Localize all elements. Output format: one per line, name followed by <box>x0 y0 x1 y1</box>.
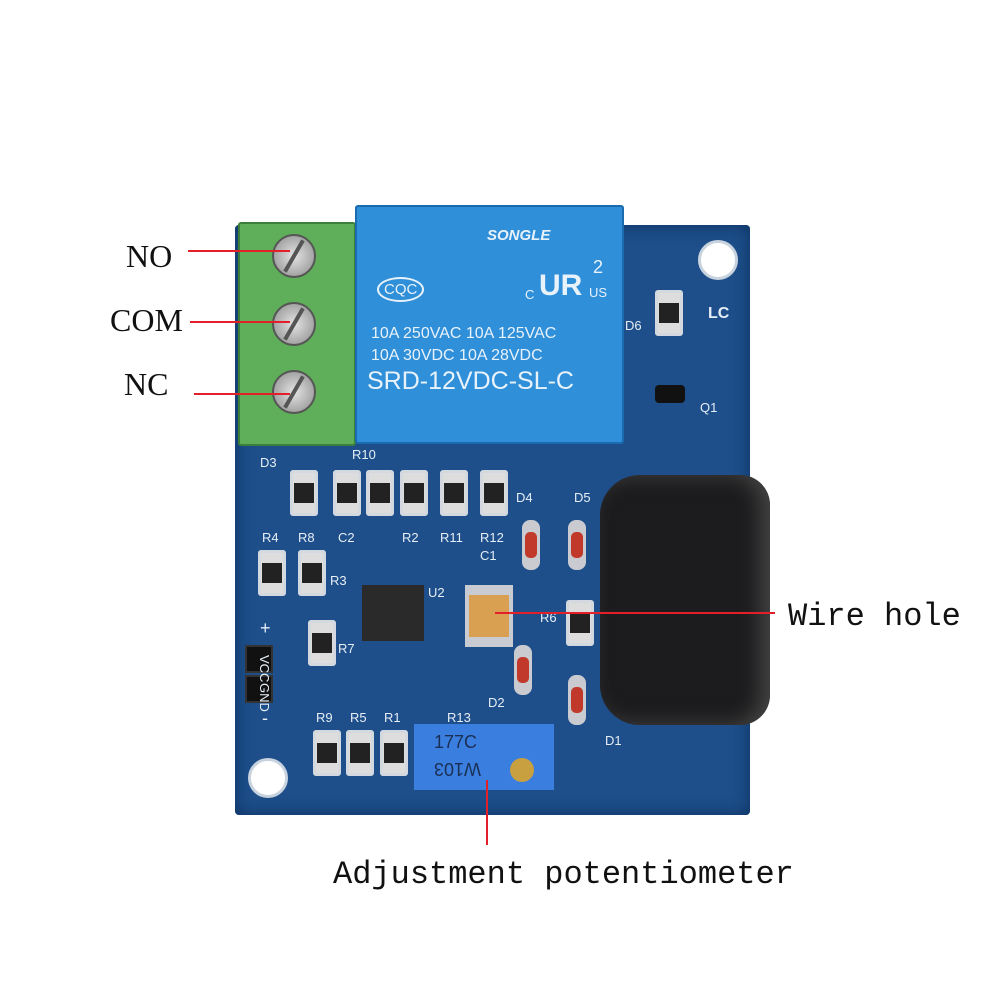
resistor <box>400 470 428 516</box>
pot-adjust-screw <box>510 758 534 782</box>
leader-line-com <box>190 321 290 323</box>
silk-d2: D2 <box>488 695 505 710</box>
mounting-hole <box>248 758 288 798</box>
leader-line-nc <box>194 393 290 395</box>
relay-ul-us: US <box>589 285 608 300</box>
silk-r2: R2 <box>402 530 419 545</box>
silk-r11: R11 <box>440 530 463 545</box>
screw-com <box>272 302 316 346</box>
silk-r9: R9 <box>316 710 333 725</box>
relay-brand: SONGLE <box>487 227 551 244</box>
silk-q1: Q1 <box>700 400 718 415</box>
potentiometer: 177C W103 <box>414 724 554 790</box>
relay-cqc-mark: CQC <box>377 277 425 302</box>
relay-ul-c: C <box>525 287 535 302</box>
silk-r4: R4 <box>262 530 279 545</box>
label-nc: NC <box>124 366 169 402</box>
label-com: COM <box>110 302 183 338</box>
mounting-hole <box>698 240 738 280</box>
diode-d6 <box>655 290 683 336</box>
resistor <box>290 470 318 516</box>
silk-c1: C1 <box>480 548 497 563</box>
resistor <box>380 730 408 776</box>
resistor <box>480 470 508 516</box>
resistor <box>366 470 394 516</box>
resistor <box>440 470 468 516</box>
diode-d5 <box>568 520 586 570</box>
silk-lc: LC <box>708 305 730 322</box>
terminal-block <box>238 222 356 446</box>
silk-d1: D1 <box>605 733 622 748</box>
ic-u2 <box>362 585 424 641</box>
relay: SONGLE CQC C UR 2 US 10A 250VAC 10A 125V… <box>355 205 624 444</box>
silk-vcc: VCC <box>257 655 272 683</box>
resistor <box>346 730 374 776</box>
resistor <box>308 620 336 666</box>
silk-minus: - <box>262 708 268 728</box>
header-pin-gnd <box>245 675 273 703</box>
silk-r1: R1 <box>384 710 401 725</box>
label-wire-hole: Wire hole <box>788 598 961 635</box>
silk-r10: R10 <box>352 447 376 462</box>
relay-ul-num: 2 <box>593 257 604 277</box>
silk-d6: D6 <box>625 318 642 333</box>
pot-marking-2: W103 <box>434 759 482 779</box>
silk-r7: R7 <box>338 641 355 656</box>
silk-r3: R3 <box>330 573 347 588</box>
silk-gnd: GND <box>257 683 272 712</box>
diode-d4 <box>522 520 540 570</box>
relay-rating-2: 10A 30VDC 10A 28VDC <box>371 347 543 364</box>
silk-u2: U2 <box>428 585 445 600</box>
silk-d3: D3 <box>260 455 277 470</box>
silk-r13: R13 <box>447 710 471 725</box>
resistor-r6 <box>566 600 594 646</box>
silk-d4: D4 <box>516 490 533 505</box>
transistor-q1 <box>655 385 685 403</box>
header-pin-vcc <box>245 645 273 673</box>
diode-d1 <box>568 675 586 725</box>
resistor <box>298 550 326 596</box>
leader-line-potentiometer <box>486 780 488 845</box>
leader-line-no <box>188 250 290 252</box>
pot-marking-1: 177C <box>434 732 478 752</box>
capacitor-c1 <box>465 585 513 647</box>
silk-c2: C2 <box>338 530 355 545</box>
silk-r12: R12 <box>480 530 504 545</box>
resistor <box>258 550 286 596</box>
silk-d5: D5 <box>574 490 591 505</box>
resistor <box>313 730 341 776</box>
label-potentiometer: Adjustment potentiometer <box>333 856 794 893</box>
silk-r8: R8 <box>298 530 315 545</box>
silk-plus: + <box>260 618 271 638</box>
current-transformer <box>600 475 770 725</box>
relay-rating-1: 10A 250VAC 10A 125VAC <box>371 325 557 342</box>
relay-model: SRD-12VDC-SL-C <box>367 367 574 395</box>
diode-d2 <box>514 645 532 695</box>
capacitor-c2 <box>333 470 361 516</box>
label-no: NO <box>126 238 173 274</box>
screw-nc <box>272 370 316 414</box>
screw-no <box>272 234 316 278</box>
ul-logo: UR <box>539 269 583 302</box>
leader-line-wire-hole <box>495 612 775 614</box>
silk-r5: R5 <box>350 710 367 725</box>
